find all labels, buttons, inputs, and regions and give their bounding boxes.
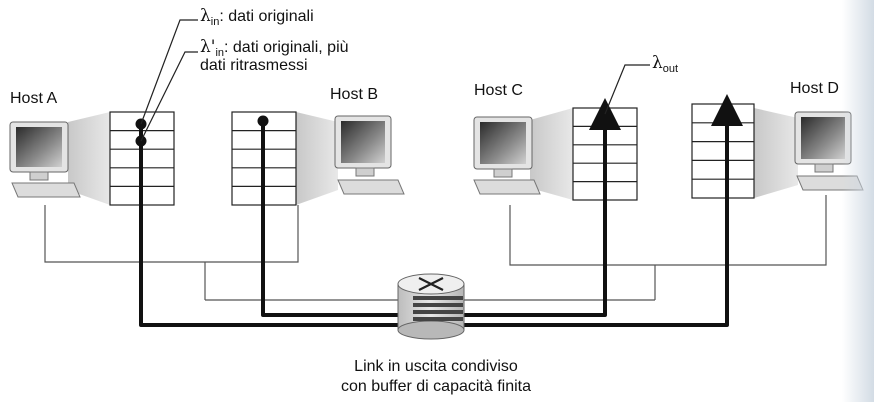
- annotation-pointers: [140, 19, 650, 142]
- lambda-in-prime-subscript: in: [215, 47, 225, 60]
- host-d-computer-icon: [754, 108, 864, 198]
- lambda-in-subscript: in: [210, 16, 220, 29]
- lambda-in-prime-symbol: λ': [200, 37, 216, 57]
- lambda-in-text: : dati originali: [219, 8, 314, 25]
- router-icon: [397, 273, 465, 340]
- host-b-data-dot: [257, 115, 269, 127]
- host-c-label: Host C: [474, 82, 523, 99]
- lambda-in-prime-annotation: λ'in: dati originali, più: [200, 38, 349, 62]
- host-d-buffer-icon: [691, 103, 755, 199]
- host-a-label: Host A: [10, 90, 58, 107]
- router-caption-line1: Link in uscita condiviso: [354, 358, 518, 375]
- host-c-computer-icon: [473, 108, 573, 200]
- host-b-label: Host B: [330, 86, 379, 103]
- lambda-in-prime-text-line1: : dati originali, più: [224, 39, 349, 56]
- lambda-out-symbol: λ: [652, 53, 663, 73]
- host-d-label: Host D: [790, 80, 839, 97]
- router-caption: Link in uscita condiviso con buffer di c…: [316, 357, 556, 397]
- page-edge-shadow: [842, 0, 874, 402]
- host-b-computer-icon: [296, 112, 405, 205]
- lambda-out-annotation: λout: [652, 54, 678, 78]
- router-caption-line2: con buffer di capacità finita: [340, 378, 532, 395]
- host-a-computer-icon: [9, 112, 110, 205]
- lambda-in-prime-text-line2: dati ritrasmessi: [200, 57, 308, 74]
- lambda-in-symbol: λ: [200, 6, 211, 26]
- lambda-in-annotation: λin: dati originali: [200, 7, 314, 31]
- lambda-out-subscript: out: [662, 63, 679, 76]
